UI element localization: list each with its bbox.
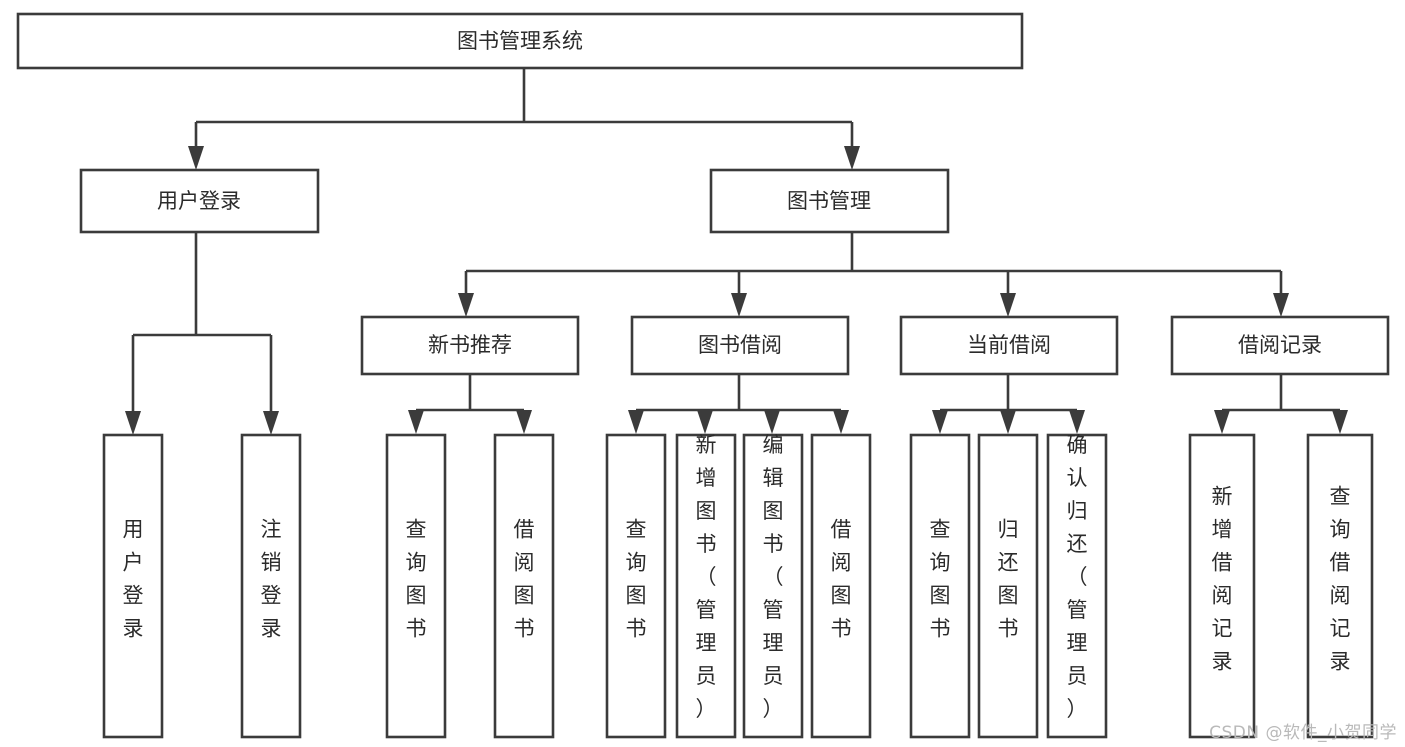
node-box[interactable] [16,12,1024,70]
node-box[interactable] [977,433,1039,739]
connector-new-book-to-leaves [408,374,532,434]
node-box[interactable] [385,433,447,739]
node-book-management[interactable]: 图书管理 [709,168,950,234]
node-box[interactable] [1306,433,1374,739]
node-label-borrow-record: 借阅记录 [1238,333,1322,357]
leaf-book-borrow-borrow[interactable]: 借阅图书 [810,433,872,739]
leaf-user-login-login[interactable]: 用户登录 [102,433,164,739]
node-box[interactable] [79,168,320,234]
node-box[interactable] [1170,315,1390,376]
connector-user-login-to-leaves [125,232,279,435]
leaf-current-borrow-return[interactable]: 归还图书 [977,433,1039,739]
node-box[interactable] [493,433,555,739]
arrow-head-icon [1069,410,1085,434]
node-box[interactable] [360,315,580,376]
leaf-label: 归还图书 [998,518,1019,641]
leaf-label: 新增借阅记录 [1212,485,1233,674]
arrow-head-icon [932,410,948,434]
connector-current-borrow-to-leaves [932,374,1085,434]
leaf-borrow-record-query[interactable]: 查询借阅记录 [1306,433,1374,739]
arrow-head-icon [263,411,279,435]
node-box[interactable] [742,433,804,739]
node-box[interactable] [709,168,950,234]
arrow-head-icon [731,293,747,317]
node-new-book-recommend[interactable]: 新书推荐 [360,315,580,376]
leaf-book-borrow-add[interactable]: 新增图书（管理员） [675,433,737,739]
leaf-label: 用户登录 [123,518,144,641]
node-box[interactable] [909,433,971,739]
leaf-current-borrow-confirm[interactable]: 确认归还（管理员） [1046,433,1108,739]
arrow-head-icon [1273,293,1289,317]
leaf-label: 查询借阅记录 [1330,485,1351,674]
leaf-label: 确认归还（管理员） [1067,433,1088,721]
leaf-book-borrow-edit[interactable]: 编辑图书（管理员） [742,433,804,739]
node-label-new-book-recommend: 新书推荐 [428,333,512,357]
leaf-book-borrow-query[interactable]: 查询图书 [605,433,667,739]
node-box[interactable] [1188,433,1256,739]
arrow-head-icon [1000,293,1016,317]
node-box[interactable] [899,315,1119,376]
leaf-label: 编辑图书（管理员） [763,433,784,721]
arrow-head-icon [764,410,780,434]
leaf-user-login-logout[interactable]: 注销登录 [240,433,302,739]
arrow-head-icon [408,410,424,434]
connector-book-manage-to-level2 [458,232,1289,317]
arrow-head-icon [516,410,532,434]
node-box[interactable] [102,433,164,739]
arrow-head-icon [125,411,141,435]
node-label-book-borrow: 图书借阅 [698,333,782,357]
arrow-head-icon [697,410,713,434]
node-box[interactable] [810,433,872,739]
arrow-head-icon [844,146,860,170]
leaf-label: 借阅图书 [514,518,535,641]
node-label-book-management: 图书管理 [787,189,871,213]
node-current-borrow[interactable]: 当前借阅 [899,315,1119,376]
node-user-login[interactable]: 用户登录 [79,168,320,234]
leaf-new-book-borrow[interactable]: 借阅图书 [493,433,555,739]
node-box[interactable] [605,433,667,739]
node-label-root: 图书管理系统 [457,29,583,53]
leaf-label: 查询图书 [930,518,951,641]
node-box[interactable] [1046,433,1108,739]
node-label-current-borrow: 当前借阅 [967,333,1051,357]
arrow-head-icon [1214,410,1230,434]
arrow-head-icon [628,410,644,434]
arrow-head-icon [1000,410,1016,434]
connector-borrow-record-to-leaves [1214,374,1348,434]
leaf-label: 新增图书（管理员） [696,433,717,721]
node-box[interactable] [630,315,850,376]
node-label-user-login: 用户登录 [157,189,241,213]
leaf-label: 借阅图书 [831,518,852,641]
leaf-label: 注销登录 [261,518,282,641]
node-box[interactable] [675,433,737,739]
leaf-borrow-record-add[interactable]: 新增借阅记录 [1188,433,1256,739]
node-box[interactable] [240,433,302,739]
leaf-current-borrow-query[interactable]: 查询图书 [909,433,971,739]
node-borrow-record[interactable]: 借阅记录 [1170,315,1390,376]
arrow-head-icon [458,293,474,317]
node-root[interactable]: 图书管理系统 [16,12,1024,70]
connector-book-borrow-to-leaves [628,374,849,434]
csdn-watermark: CSDN @软件_小贺同学 [1209,723,1397,743]
leaf-label: 查询图书 [626,518,647,641]
leaf-label: 查询图书 [406,518,427,641]
connector-root-to-level1 [188,68,860,170]
arrow-head-icon [833,410,849,434]
leaf-new-book-query[interactable]: 查询图书 [385,433,447,739]
arrow-head-icon [188,146,204,170]
arrow-head-icon [1332,410,1348,434]
node-book-borrow[interactable]: 图书借阅 [630,315,850,376]
